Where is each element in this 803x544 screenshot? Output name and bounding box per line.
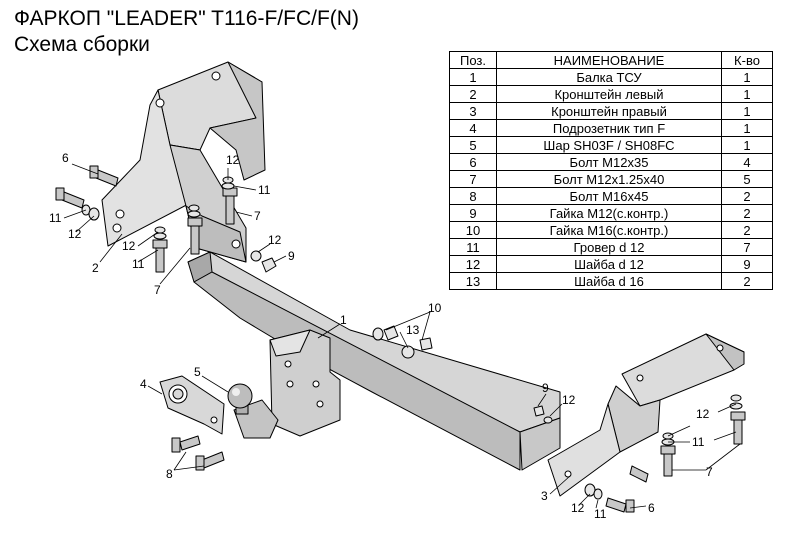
cell-name: Балка ТСУ — [496, 68, 722, 86]
washer-nut-parts — [81, 176, 743, 500]
cell-pos: 7 — [449, 170, 497, 188]
cell-qty: 2 — [721, 187, 773, 205]
callout-11-left: 11 — [49, 211, 62, 225]
callout-12-right-nut: 12 — [562, 393, 576, 407]
cell-name: Подрозетник тип F — [496, 119, 722, 137]
cell-name: Болт М12х1.25х40 — [496, 170, 722, 188]
cell-name: Шайба d 16 — [496, 272, 722, 290]
column-header-name: НАИМЕНОВАНИЕ — [496, 51, 722, 69]
cell-pos: 3 — [449, 102, 497, 120]
cell-pos: 5 — [449, 136, 497, 154]
callout-11-upper: 11 — [258, 183, 271, 197]
cell-qty: 7 — [721, 238, 773, 256]
callout-12-nut: 12 — [268, 233, 282, 247]
left-bracket-part — [101, 61, 266, 263]
cell-name: Шайба d 12 — [496, 255, 722, 273]
cell-qty: 5 — [721, 170, 773, 188]
cell-pos: 13 — [449, 272, 497, 290]
callout-11-bottom: 11 — [594, 507, 607, 521]
cell-name: Болт М12х35 — [496, 153, 722, 171]
cell-qty: 2 — [721, 272, 773, 290]
cell-pos: 8 — [449, 187, 497, 205]
cell-qty: 2 — [721, 221, 773, 239]
cell-qty: 1 — [721, 102, 773, 120]
cell-qty: 1 — [721, 68, 773, 86]
callout-7-upper: 7 — [254, 209, 261, 223]
callout-7-middle: 7 — [154, 283, 161, 297]
cell-name: Гайка М12(с.контр.) — [496, 204, 722, 222]
page-title: ФАРКОП "LEADER" T116-F/FC/F(N) — [14, 7, 359, 30]
callout-1: 1 — [340, 313, 347, 327]
callout-6-left: 6 — [62, 151, 69, 165]
callout-9-right: 9 — [542, 381, 549, 395]
cell-qty: 9 — [721, 255, 773, 273]
callout-12-right: 12 — [696, 407, 710, 421]
callout-7-right: 7 — [706, 465, 713, 479]
cell-pos: 12 — [449, 255, 497, 273]
callout-3: 3 — [541, 489, 548, 503]
callout-2: 2 — [92, 261, 99, 275]
cell-name: Кронштейн правый — [496, 102, 722, 120]
callout-12-upper: 12 — [226, 153, 240, 167]
cell-pos: 6 — [449, 153, 497, 171]
callout-8: 8 — [166, 467, 173, 481]
callout-11-middle: 11 — [132, 257, 145, 271]
cell-qty: 2 — [721, 204, 773, 222]
cell-pos: 4 — [449, 119, 497, 137]
cell-qty: 1 — [721, 85, 773, 103]
callout-12-middle: 12 — [122, 239, 136, 253]
page-subtitle: Схема сборки — [14, 33, 150, 56]
cell-pos: 2 — [449, 85, 497, 103]
cell-pos: 9 — [449, 204, 497, 222]
callout-12-left: 12 — [68, 227, 82, 241]
tow-ball-part — [227, 383, 279, 439]
cell-qty: 4 — [721, 153, 773, 171]
tow-beam-part — [187, 251, 561, 471]
leader-lines — [63, 163, 741, 509]
parts-table-header: Поз. НАИМЕНОВАНИЕ К-во — [449, 51, 773, 69]
cell-name: Гайка М16(с.контр.) — [496, 221, 722, 239]
callout-13: 13 — [406, 323, 420, 337]
cell-qty: 1 — [721, 119, 773, 137]
right-bracket-part — [547, 333, 745, 497]
callout-12-bottom: 12 — [571, 501, 585, 515]
socket-plate-part — [159, 375, 225, 435]
cell-name: Кронштейн левый — [496, 85, 722, 103]
bolt-parts — [55, 165, 746, 513]
callout-6-right: 6 — [648, 501, 655, 515]
cell-pos: 10 — [449, 221, 497, 239]
column-header-qty: К-во — [721, 51, 773, 69]
cell-qty: 1 — [721, 136, 773, 154]
callout-5: 5 — [194, 365, 201, 379]
callout-9-left: 9 — [288, 249, 295, 263]
callout-10: 10 — [428, 301, 442, 315]
cell-name: Гровер d 12 — [496, 238, 722, 256]
cell-name: Болт М16х45 — [496, 187, 722, 205]
column-header-pos: Поз. — [449, 51, 497, 69]
cell-pos: 11 — [449, 238, 497, 256]
cell-name: Шар SH03F / SH08FC — [496, 136, 722, 154]
callout-4: 4 — [140, 377, 147, 391]
cell-pos: 1 — [449, 68, 497, 86]
callout-11-right: 11 — [692, 435, 705, 449]
